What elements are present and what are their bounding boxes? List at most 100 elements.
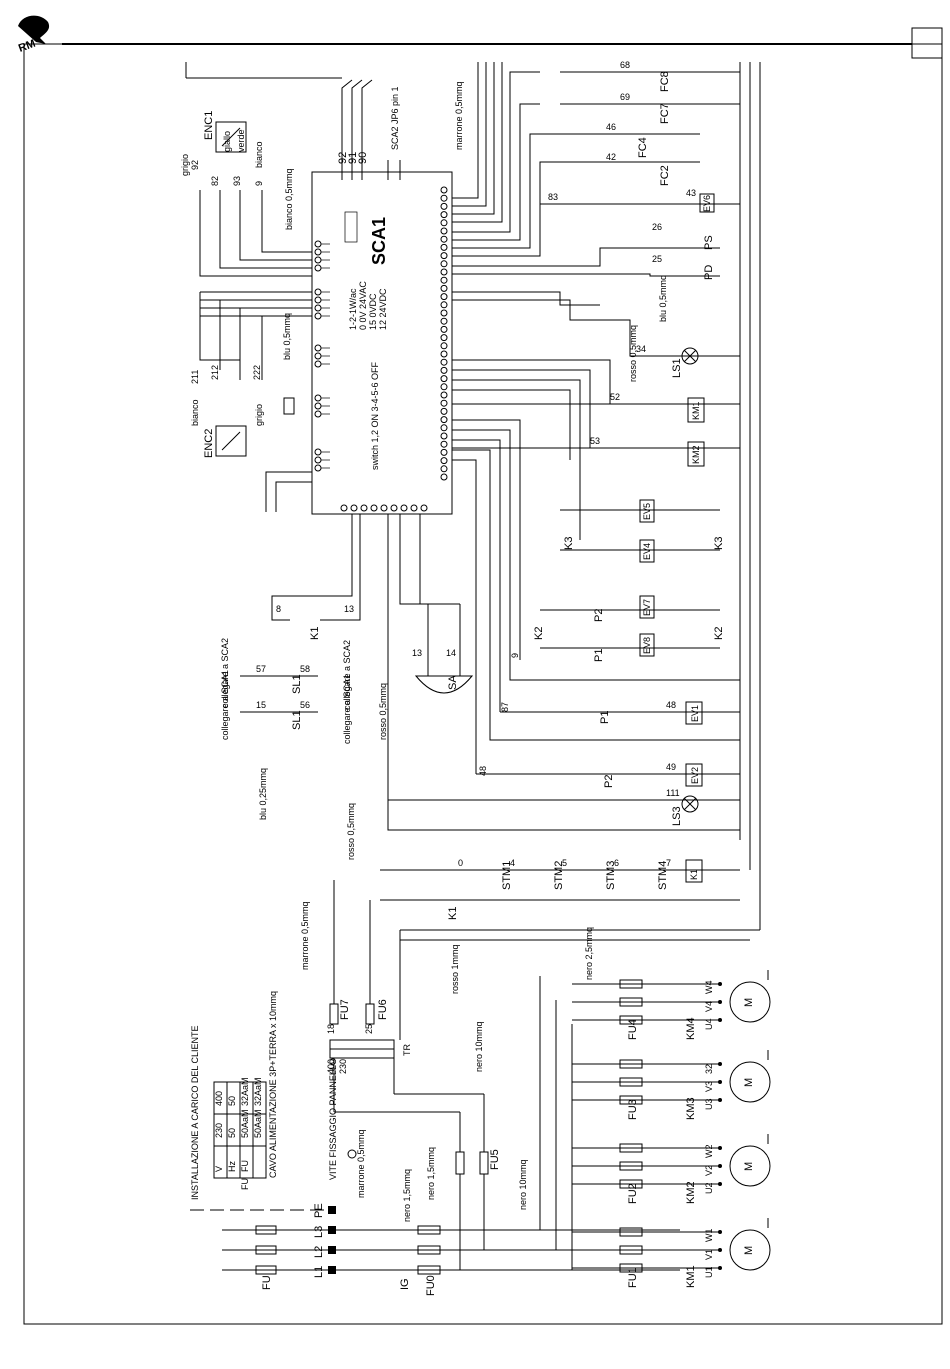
svg-text:rosso 1mmq: rosso 1mmq [450, 944, 460, 994]
svg-text:blu 0,25mmq: blu 0,25mmq [258, 768, 268, 820]
svg-text:0: 0 [458, 858, 463, 868]
terminal-pin [314, 304, 322, 312]
terminal-pin [440, 416, 448, 424]
fc2-label: FC2 [659, 165, 671, 186]
svg-text:EV5: EV5 [642, 503, 652, 520]
k1-bottom-label: K1 [447, 907, 459, 920]
terminal-pin [440, 334, 448, 342]
terminal-pin [440, 317, 448, 325]
motor-terminal-label: U3 [704, 1098, 714, 1110]
motor-contactor-label: KM3 [685, 1097, 697, 1120]
svg-text:53: 53 [590, 436, 600, 446]
terminal-pin [380, 504, 388, 512]
svg-text:13: 13 [412, 648, 422, 658]
motor-terminal-label: U1 [704, 1266, 714, 1278]
svg-text:SA: SA [447, 675, 459, 690]
svg-text:blu 0,5mmq: blu 0,5mmq [658, 275, 668, 322]
svg-text:93: 93 [232, 176, 242, 186]
motor-label: M [743, 1162, 755, 1171]
terminal-pin [440, 399, 448, 407]
svg-text:48: 48 [666, 700, 676, 710]
svg-text:PE: PE [313, 1203, 325, 1218]
svg-text:48: 48 [478, 766, 488, 776]
svg-text:EV8: EV8 [642, 637, 652, 654]
terminal-pin [314, 344, 322, 352]
svg-text:ENC2: ENC2 [203, 429, 215, 458]
terminal-pin [314, 248, 322, 256]
terminal-pin [440, 350, 448, 358]
table-cell: 400 [214, 1091, 224, 1106]
motor-symbol [729, 981, 771, 1023]
svg-text:STM3: STM3 [605, 861, 617, 890]
svg-text:K1: K1 [689, 869, 699, 880]
k3-right-label: K3 [713, 537, 725, 550]
motor-contactor-label: KM2 [685, 1181, 697, 1204]
svg-text:8: 8 [276, 604, 281, 614]
svg-text:111: 111 [666, 788, 680, 798]
terminal-pin [440, 211, 448, 219]
terminal-pin [440, 268, 448, 276]
right-column-circuits: FC8 FC7 FC4 FC2 68 69 46 42 43 83 EV6 PS… [380, 60, 761, 941]
terminal-pin [440, 375, 448, 383]
pd-label: PD [703, 265, 715, 280]
terminal-pin [440, 457, 448, 465]
svg-text:EV7: EV7 [642, 599, 652, 616]
svg-text:FU7: FU7 [339, 999, 351, 1020]
svg-text:STM2: STM2 [553, 861, 565, 890]
motor-terminal-label: 32 [704, 1064, 714, 1074]
table-cell: 230 [214, 1123, 224, 1138]
motor-fuse [619, 979, 643, 989]
table-cell: V [214, 1166, 224, 1172]
motor-contactor-label: KM1 [685, 1265, 697, 1288]
k2-right-label: K2 [713, 627, 725, 640]
terminal-pin [440, 284, 448, 292]
terminal-pin [440, 366, 448, 374]
svg-text:43: 43 [686, 188, 696, 198]
motor-fuse [619, 1245, 643, 1255]
km2-coil-label: KM2 [691, 445, 701, 464]
motor-fuse-label: FU2 [627, 1183, 639, 1204]
svg-text:verde: verde [236, 129, 246, 152]
svg-text:68: 68 [620, 60, 630, 70]
svg-text:15 0VDC: 15 0VDC [368, 293, 378, 330]
svg-text:9: 9 [510, 653, 520, 658]
encoder-enc1: ENC1 92 82 93 9 grigio giallo verde bian… [180, 111, 312, 277]
terminal-pin [440, 465, 448, 473]
motor-fuse [619, 1077, 643, 1087]
svg-text:58: 58 [300, 664, 310, 674]
p1-b-label: P1 [599, 711, 611, 724]
motor-fuse [619, 1143, 643, 1153]
terminal-pin [440, 293, 448, 301]
motor-fuse [619, 1227, 643, 1237]
svg-text:ENC1: ENC1 [203, 111, 215, 140]
svg-text:INSTALLAZIONE A CARICO DEL CLI: INSTALLAZIONE A CARICO DEL CLIENTE [190, 1025, 200, 1200]
table-cell: 50AaM [253, 1109, 263, 1138]
motor-contactor-label: KM4 [685, 1017, 697, 1040]
k2-left-label: K2 [533, 627, 545, 640]
terminal-pin [340, 504, 348, 512]
svg-text:marrone 0,5mmq: marrone 0,5mmq [454, 81, 464, 150]
fc7-label: FC7 [659, 103, 671, 124]
terminal-pin [440, 391, 448, 399]
svg-text:bianco: bianco [254, 141, 264, 168]
p2-b-label: P2 [603, 775, 615, 788]
terminal-pin [314, 264, 322, 272]
svg-text:87: 87 [500, 702, 510, 712]
terminal-pin [314, 288, 322, 296]
terminal-pin [440, 383, 448, 391]
k3-left-label: K3 [563, 537, 575, 550]
terminal-pin [440, 243, 448, 251]
km1-coil-label: KM1 [691, 401, 701, 420]
svg-text:5: 5 [562, 858, 567, 868]
svg-text:grigio: grigio [254, 404, 264, 426]
terminal-pin [410, 504, 418, 512]
svg-text:92: 92 [190, 160, 200, 170]
svg-text:FU6: FU6 [377, 999, 389, 1020]
terminal-pin [314, 360, 322, 368]
terminal-pin [440, 235, 448, 243]
motor-fuse [619, 1059, 643, 1069]
svg-text:15: 15 [256, 700, 266, 710]
motor-label: M [743, 998, 755, 1007]
